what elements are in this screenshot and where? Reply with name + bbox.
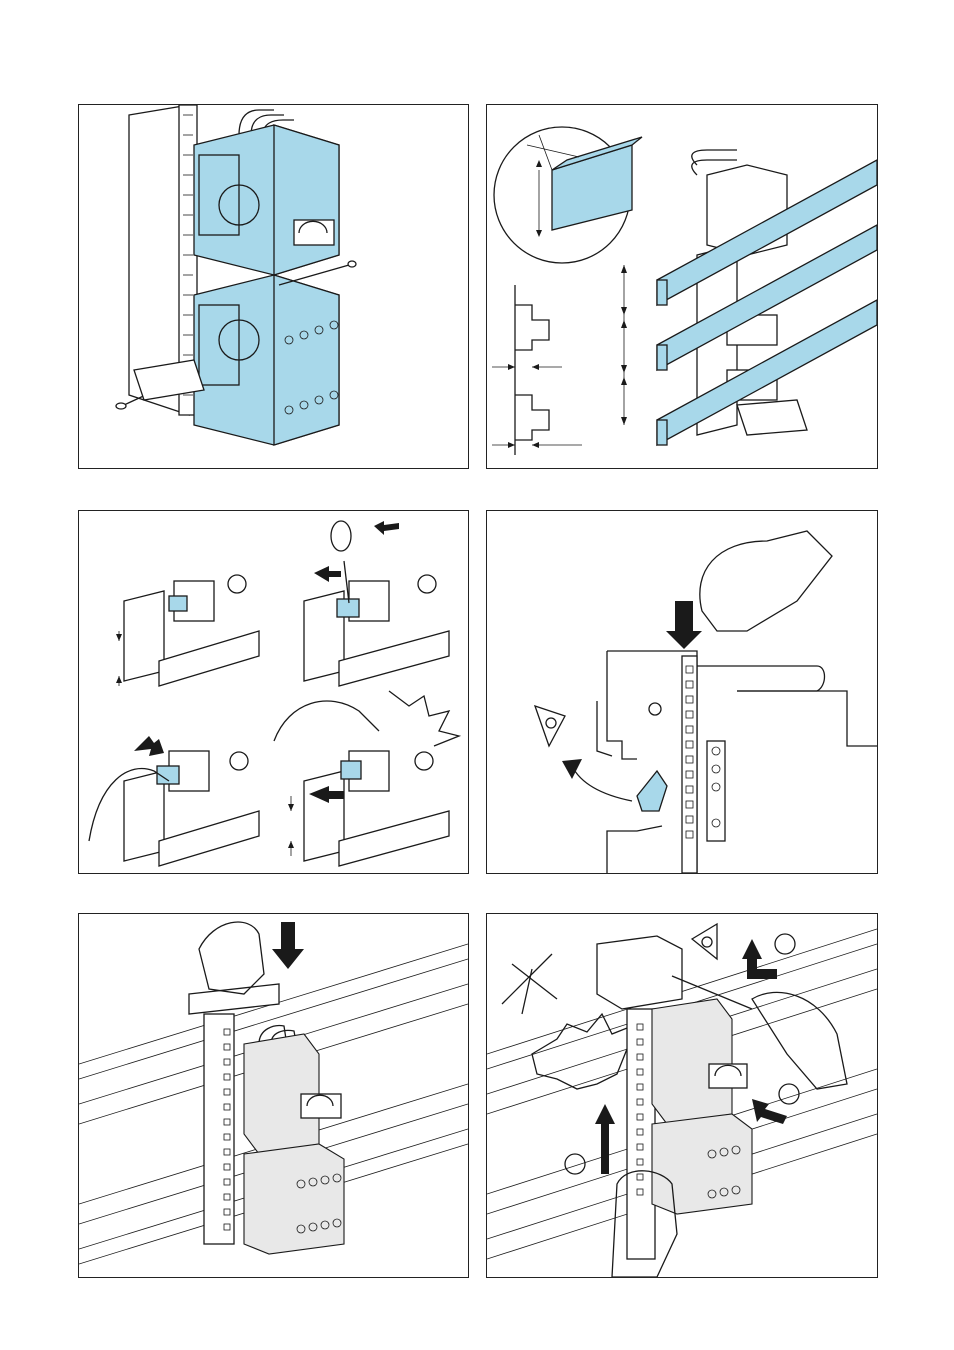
step-4-marker xyxy=(415,752,433,770)
step-4-module xyxy=(274,691,459,866)
click-burst xyxy=(389,691,459,746)
arrow-down-icon xyxy=(666,601,702,649)
arrow-left-icon xyxy=(314,566,341,582)
press-insert-illustration xyxy=(487,511,877,873)
eye-icon xyxy=(535,706,565,746)
step-2-marker xyxy=(418,575,436,593)
snap-on-rail-illustration xyxy=(79,914,468,1277)
busbar-spacing-dimension xyxy=(621,265,627,425)
remove-from-rail-illustration xyxy=(487,914,877,1277)
eye-icon-6 xyxy=(692,924,717,959)
click-burst-6 xyxy=(532,1014,632,1089)
arrow-down-right-icon xyxy=(752,1099,787,1124)
clip-profile xyxy=(492,285,582,455)
step-b-marker xyxy=(779,1084,799,1104)
step-a-marker xyxy=(775,934,795,954)
arrow-up-right-icon xyxy=(742,939,777,979)
prohibited-tool-icon xyxy=(502,954,557,1014)
arrow-down-icon xyxy=(272,922,304,969)
figure-press-insert xyxy=(486,510,878,874)
screwdriver xyxy=(344,561,349,603)
hand-top xyxy=(752,992,847,1089)
busbar-dimensions-illustration xyxy=(487,105,877,468)
figure-snap-on-rail xyxy=(78,913,469,1278)
step-c-marker xyxy=(565,1154,585,1174)
arrow-curve-icon xyxy=(374,521,399,535)
step-3-marker xyxy=(230,752,248,770)
figure-remove-from-rail xyxy=(486,913,878,1278)
step-1-module xyxy=(116,575,259,686)
figure-mount-modules xyxy=(78,104,469,469)
step-2-module xyxy=(304,521,449,686)
hand-4 xyxy=(274,701,379,741)
clip-release-illustration xyxy=(79,511,468,873)
blue-latch xyxy=(637,771,667,811)
figure-clip-release xyxy=(78,510,469,874)
mount-modules-illustration xyxy=(79,105,468,468)
hand xyxy=(700,531,832,631)
arrow-up-icon xyxy=(595,1104,615,1174)
step-3-module xyxy=(89,736,259,866)
arrow-up-icon xyxy=(134,736,164,756)
figure-busbar-dimensions xyxy=(486,104,878,469)
step-1-marker xyxy=(228,575,246,593)
hand-5 xyxy=(199,922,264,994)
